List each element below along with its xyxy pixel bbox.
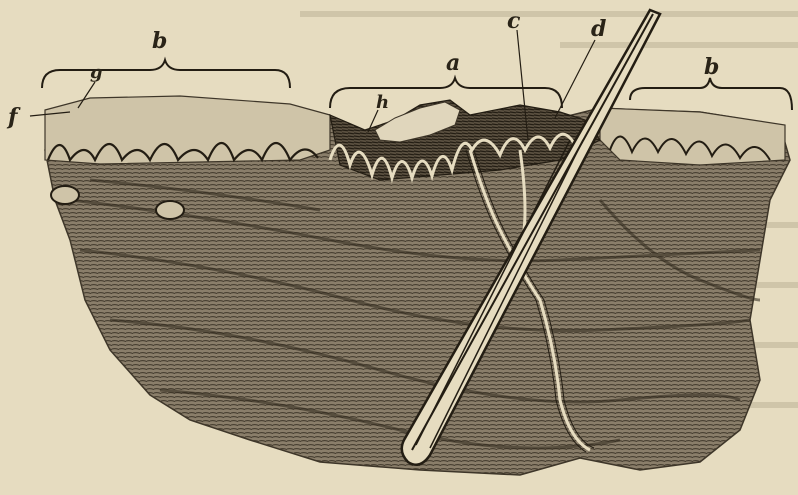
label-b-left: b [152, 30, 167, 52]
label-h: h [376, 94, 389, 112]
label-c: c [507, 10, 520, 32]
follicle-nodule-center [156, 201, 184, 219]
follicle-nodule-left [51, 186, 79, 204]
label-b-right: b [704, 56, 719, 78]
label-a: a [446, 52, 460, 74]
label-g: g [90, 64, 103, 82]
label-d: d [591, 18, 606, 40]
label-f: f [8, 106, 17, 128]
